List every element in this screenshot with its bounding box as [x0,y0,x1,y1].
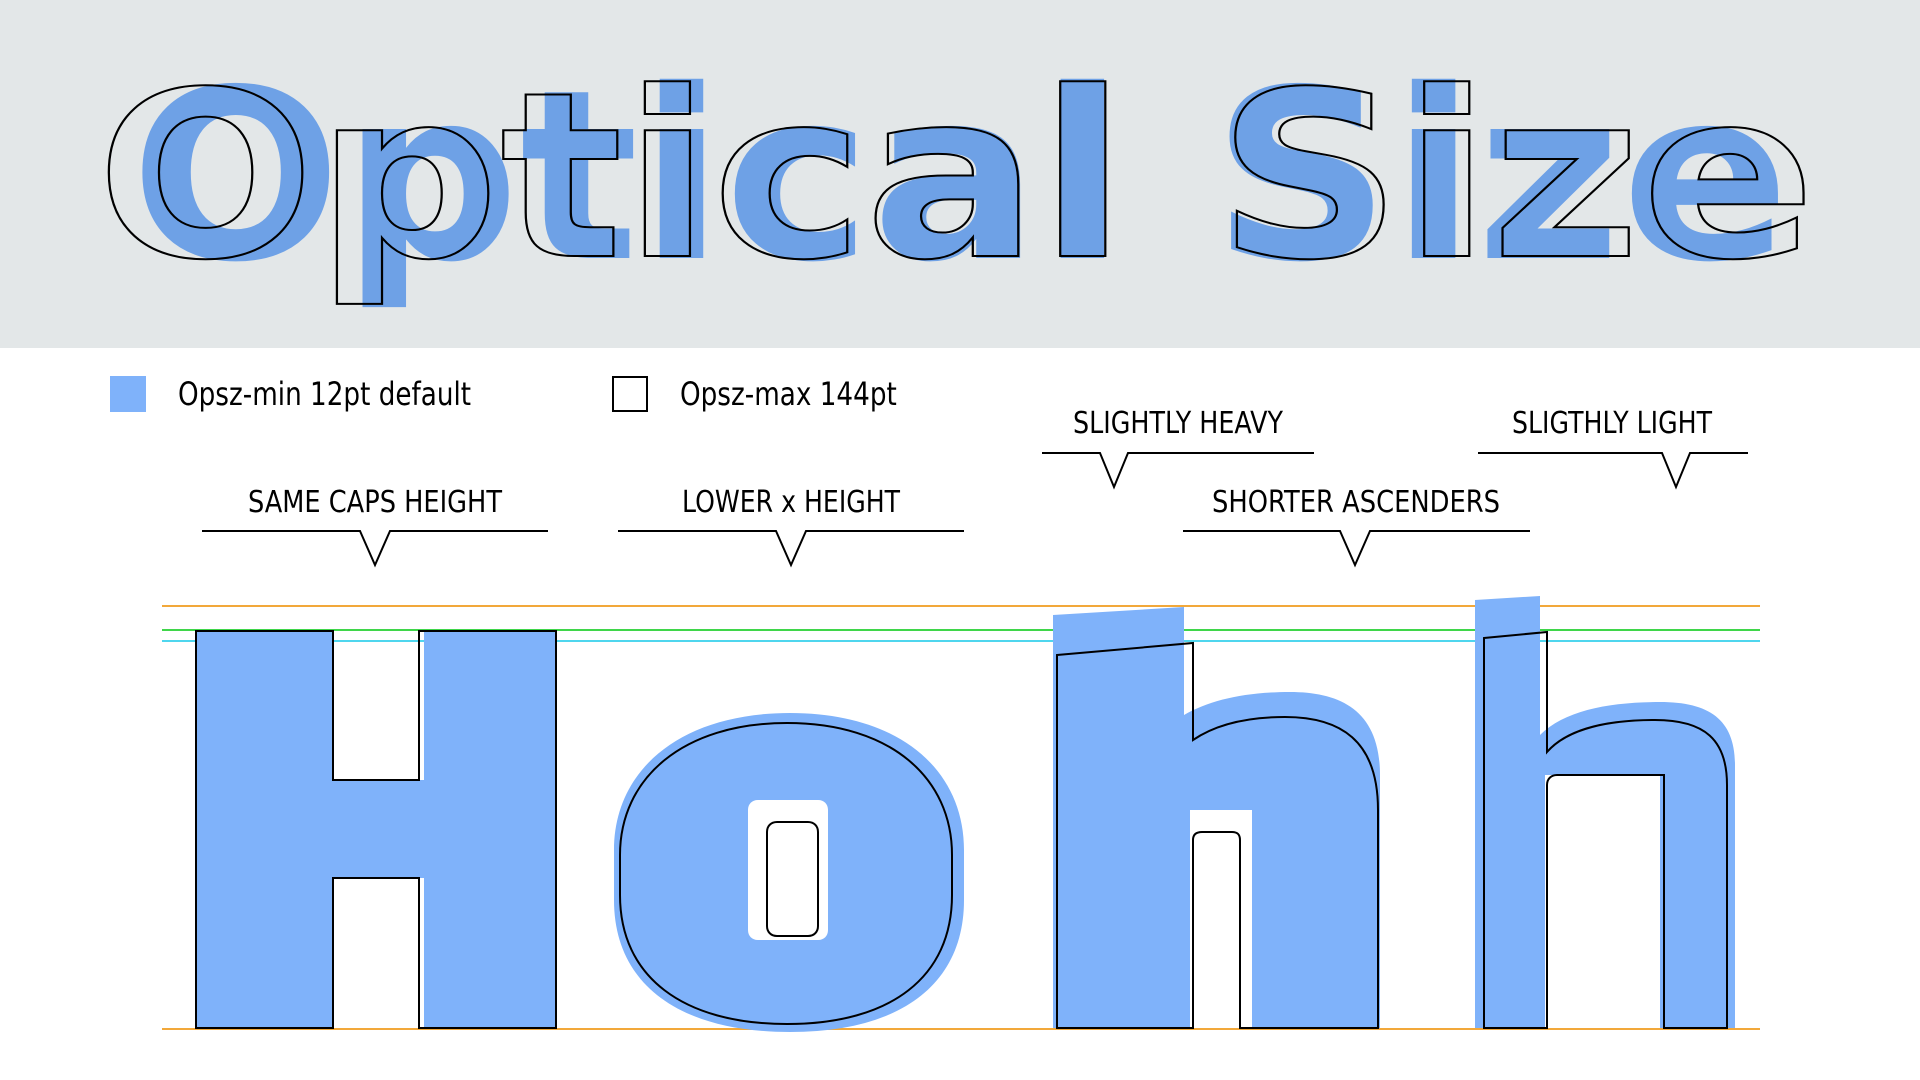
callout-same-caps-pointer [202,530,548,568]
callout-shorter-ascenders-label: SHORTER ASCENDERS [1212,485,1500,520]
callout-slightly-light: SLIGTHLY LIGHT [1478,406,1748,490]
legend-outline-swatch [612,376,648,412]
glyph-H-min-fill [196,631,556,1028]
title-banner-art: Optical Size Optical Size [95,39,1817,314]
callout-lower-x-label: LOWER x HEIGHT [682,485,901,520]
legend-fill-swatch [110,376,146,412]
legend-max: Opsz-max 144pt [612,370,944,418]
glyph-h-light-min-fill [1475,596,1735,1028]
glyph-H-max-outline [195,630,557,1029]
glyph-o-max-outline [619,721,953,1026]
legend-min-label: Opsz-min 12pt default [178,375,472,413]
callout-slightly-heavy: SLIGHTLY HEAVY [1042,406,1314,490]
callout-shorter-ascenders-pointer [1183,530,1530,568]
glyph-o-min-fill [614,713,964,1032]
callout-shorter-ascenders: SHORTER ASCENDERS [1183,485,1530,568]
title-banner: Optical Size Optical Size [0,0,1920,348]
glyph-h-heavy-min-fill [1053,607,1380,1028]
banner-title-filled: Optical Size [130,39,1790,314]
callout-same-caps: SAME CAPS HEIGHT [202,485,548,568]
callout-slightly-light-pointer [1478,452,1748,490]
glyph-h-light-max-outline [1483,630,1728,1029]
callout-slightly-light-label: SLIGTHLY LIGHT [1512,406,1713,441]
callout-lower-x: LOWER x HEIGHT [618,485,964,568]
callout-slightly-heavy-pointer [1042,452,1314,490]
callout-same-caps-label: SAME CAPS HEIGHT [248,485,503,520]
callout-slightly-heavy-label: SLIGHTLY HEAVY [1073,406,1284,441]
callout-lower-x-pointer [618,530,964,568]
banner-title-outline: Optical Size [96,44,1816,311]
glyph-h-heavy-max-outline [1056,641,1379,1029]
legend-min: Opsz-min 12pt default [110,370,535,418]
legend-max-label: Opsz-max 144pt [680,375,897,413]
